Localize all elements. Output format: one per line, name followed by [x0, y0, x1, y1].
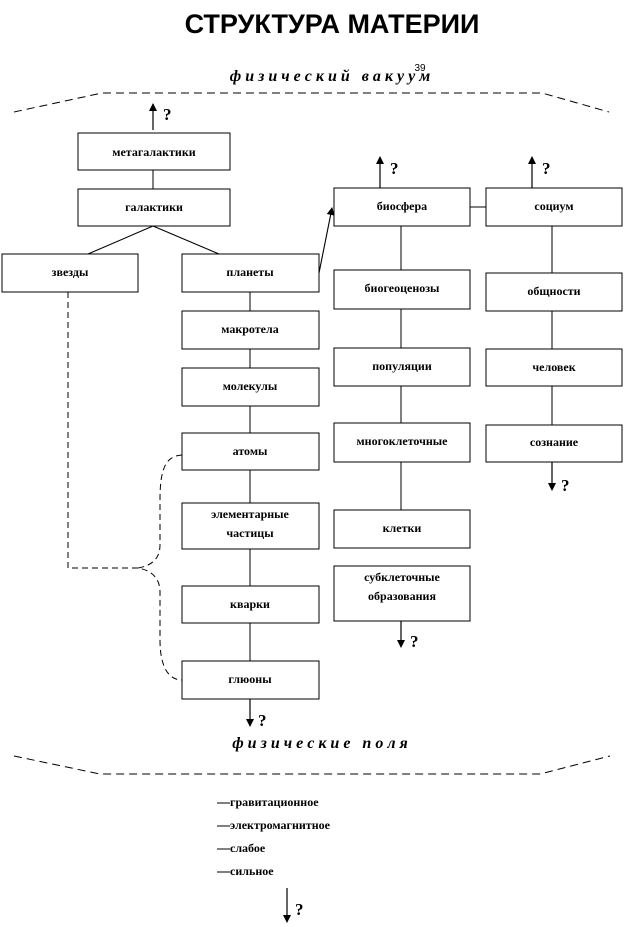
node-subcellular-line1: субклеточные	[364, 570, 440, 584]
page-title: СТРУКТУРА МАТЕРИИ	[185, 9, 480, 39]
node-quarks	[181, 585, 320, 624]
field-gravitational: гравитационное	[230, 795, 319, 809]
field-strong: сильное	[230, 864, 274, 878]
stars-dashed-link	[67, 292, 138, 569]
node-cells	[333, 509, 471, 549]
node-planets	[181, 253, 320, 293]
question-mark-biosphere: ?	[390, 159, 399, 178]
question-mark-society: ?	[542, 159, 551, 178]
vacuum-boundary-line	[13, 92, 610, 113]
physical-vacuum-label: ф и з и ч е с к и й в а к у у м	[230, 68, 430, 85]
question-mark-consciousness: ?	[561, 476, 570, 495]
node-stars-label: звезды	[52, 265, 89, 279]
node-molecules-label: молекулы	[223, 379, 278, 393]
node-galaxies	[77, 188, 231, 227]
node-communities	[485, 272, 623, 312]
question-mark-subcellular: ?	[410, 632, 419, 651]
connector-galaxies-planets	[152, 225, 220, 255]
question-mark-fields: ?	[295, 900, 304, 919]
node-planets-label: планеты	[226, 265, 274, 279]
node-multicellular	[333, 422, 471, 463]
node-quarks-label: кварки	[230, 597, 270, 611]
node-consciousness	[485, 424, 623, 463]
node-subcellular	[333, 565, 471, 622]
node-cells-label: клетки	[383, 521, 422, 535]
field-electromagnetic: электромагнитное	[230, 818, 331, 832]
fields-boundary-line	[13, 755, 611, 775]
node-atoms	[181, 432, 320, 471]
node-society-label: социум	[534, 199, 573, 213]
node-populations-label: популяции	[372, 359, 432, 373]
node-biosphere	[333, 187, 471, 227]
node-populations	[333, 347, 471, 387]
node-stars	[1, 253, 139, 293]
node-biogeocenoses	[333, 269, 471, 310]
node-subcellular-line2: образования	[368, 589, 436, 603]
node-atoms-label: атомы	[233, 444, 268, 458]
node-society	[485, 187, 623, 227]
node-elementary-line1: элементарные	[211, 507, 289, 521]
arrow-planets-biosphere	[318, 207, 335, 274]
node-consciousness-label: сознание	[530, 435, 579, 449]
connector-galaxies-stars	[87, 225, 154, 255]
node-gluons-label: глюоны	[228, 672, 272, 686]
node-multicellular-label: многоклеточные	[356, 434, 448, 448]
node-communities-label: общности	[527, 284, 580, 298]
node-elementary-line2: частицы	[226, 526, 274, 540]
question-mark-metagalaxies: ?	[163, 105, 172, 124]
node-human-label: человек	[532, 360, 575, 374]
node-galaxies-label: галактики	[125, 200, 183, 214]
node-biogeocenoses-label: биогеоценозы	[365, 281, 441, 295]
node-metagalaxies-label: метагалактики	[112, 145, 195, 159]
node-human	[485, 348, 623, 387]
node-metagalaxies	[77, 132, 231, 171]
question-mark-gluons: ?	[258, 711, 267, 730]
physical-fields-label: ф и з и ч е с к и е п о л я	[232, 735, 408, 752]
node-macrobodies-label: макротела	[221, 322, 278, 336]
node-macrobodies	[181, 310, 320, 350]
field-weak: слабое	[230, 841, 266, 855]
page-number: 39	[414, 63, 426, 74]
node-biosphere-label: биосфера	[377, 199, 427, 213]
brace-dashed	[137, 454, 183, 681]
